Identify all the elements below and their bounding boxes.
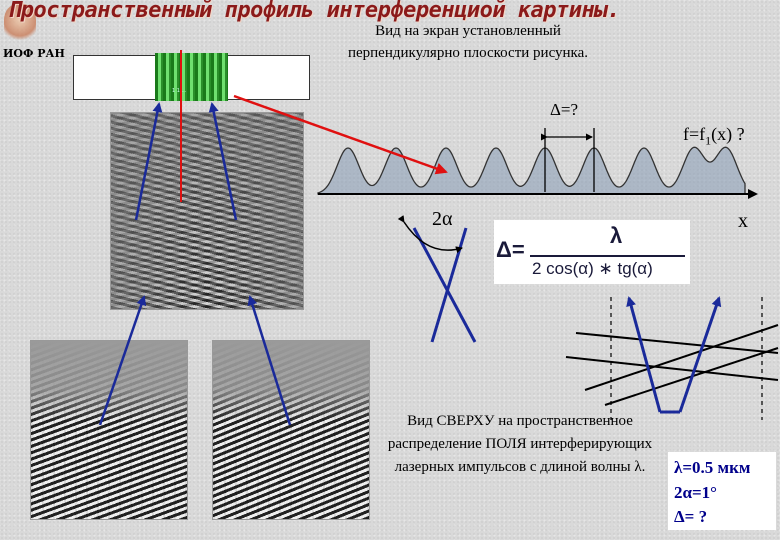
blue-arrow-2 <box>208 102 238 221</box>
beam-arrow-right <box>678 296 722 413</box>
red-pointer-arrow <box>233 94 448 175</box>
organization-label: ИОФ РАН <box>3 47 65 60</box>
formula-denominator: 2 cos(α) ∗ tg(α) <box>532 259 653 278</box>
param-angle: 2α=1° <box>674 483 717 502</box>
formula-fraction-bar <box>530 255 685 257</box>
blue-arrow-4 <box>247 295 292 426</box>
profile-function-label: f=f1(x) ? <box>683 124 745 148</box>
screen-fringe-pattern <box>155 53 228 101</box>
beam-line-1 <box>412 227 477 343</box>
screen-view-description: Вид на экран установленный перпендикуляр… <box>347 23 589 61</box>
formula-numerator: λ <box>610 223 623 248</box>
formula-lhs: Δ= <box>496 237 525 262</box>
beam-arrow-left <box>626 296 662 413</box>
slide-title: Пространственный профиль интерференциой … <box>8 0 620 23</box>
param-wavelength: λ=0.5 мкм <box>674 458 751 477</box>
formula-box <box>494 220 690 284</box>
screen-caption: 1 1 ... <box>172 88 187 94</box>
wavefront-3 <box>584 324 779 391</box>
x-axis-label: x <box>738 210 748 232</box>
institute-logo <box>4 4 36 44</box>
beam-line-2 <box>430 227 468 343</box>
param-period: Δ= ? <box>674 507 708 526</box>
top-view-description: Вид СВЕРХУ на пространственное распредел… <box>387 413 653 475</box>
wavefront-1 <box>575 332 779 354</box>
blue-arrow-1 <box>134 102 163 221</box>
gaussian-peaks <box>317 146 746 195</box>
angle-arc <box>397 215 463 254</box>
parameters-box <box>668 452 776 530</box>
intensity-profile <box>317 146 746 195</box>
wavefront-2 <box>565 356 779 381</box>
period-question: Δ=? <box>550 100 579 119</box>
blue-arrow-3 <box>98 295 147 426</box>
interference-field-image <box>110 112 304 310</box>
right-pulse-image <box>212 340 370 520</box>
left-pulse-image <box>30 340 188 520</box>
